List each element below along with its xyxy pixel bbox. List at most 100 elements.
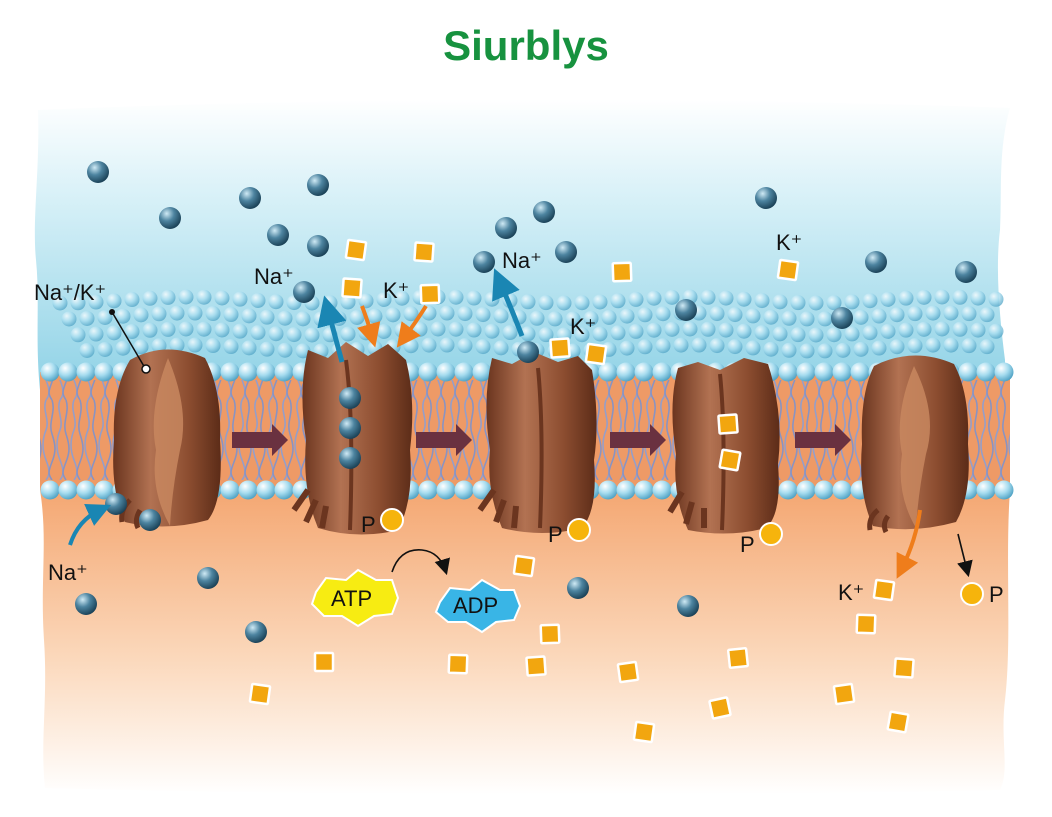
phospholipid-head (925, 305, 941, 321)
phospholipid-head (700, 321, 716, 337)
step-arrow-4 (795, 424, 851, 456)
phospholipid-head (754, 293, 770, 309)
phospholipid-head (466, 290, 482, 306)
sodium-ions (75, 161, 977, 643)
phospholipid-head (826, 327, 842, 343)
phospholipid-head (673, 337, 689, 353)
phospholipid-head (778, 480, 798, 500)
phospholipid-head (295, 343, 311, 359)
phospholipid-head (664, 321, 680, 337)
phospholipid-head (634, 362, 654, 382)
sodium-ion (533, 201, 555, 223)
atp-to-adp-arrow (391, 549, 450, 576)
potassium-ion (344, 238, 368, 262)
phospholipid-head (484, 291, 500, 307)
sodium-ion (75, 593, 97, 615)
atp-badge (310, 568, 400, 628)
phospholipid-head (538, 327, 554, 343)
phospholipid-head (781, 310, 797, 326)
phospholipid-head (832, 362, 852, 382)
sodium-ion (831, 307, 853, 329)
pump-pointer-dot-start (109, 309, 115, 315)
phospholipid-head (637, 339, 653, 355)
phospholipid-head (220, 480, 240, 500)
label-na-in: Na⁺ (48, 560, 88, 585)
phospholipid-head (88, 294, 104, 310)
phospholipid-head (277, 342, 293, 358)
phospholipid-head (796, 480, 816, 500)
diagram-title: Siurblys (443, 22, 609, 69)
phospholipid-head (853, 341, 869, 357)
sodium-ion (755, 187, 777, 209)
phospholipid-head (493, 340, 509, 356)
phospholipid-head (889, 339, 905, 355)
phospholipid-head (358, 293, 374, 309)
potassium-ion (708, 696, 732, 720)
sodium-ion (339, 447, 361, 469)
sodium-ion (495, 217, 517, 239)
phospholipid-head (472, 362, 492, 382)
phospholipid-head (70, 327, 86, 343)
phospholipid-head (187, 337, 203, 353)
phospholipid-head (259, 341, 275, 357)
phospholipid-head (403, 306, 419, 322)
phospholipid-head (142, 322, 158, 338)
label-p-3: P (740, 532, 755, 557)
label-pump: Na⁺/K⁺ (34, 280, 106, 305)
phospholipid-head (970, 322, 986, 338)
phospholipid-head (832, 480, 852, 500)
pump-protein-1 (113, 349, 221, 530)
pump-protein-4 (667, 358, 780, 534)
phospholipid-head (169, 337, 185, 353)
step-arrow-1 (232, 424, 288, 456)
phospholipid-head (295, 311, 311, 327)
phospholipid-head (106, 325, 122, 341)
phospholipid-head (466, 322, 482, 338)
phospholipid-head (97, 341, 113, 357)
phospholipid-head (88, 326, 104, 342)
potassium-ion (886, 710, 910, 734)
sodium-ion (677, 595, 699, 617)
phospholipid-head (652, 362, 672, 382)
phospholipid-head (436, 362, 456, 382)
phospholipid-head (151, 338, 167, 354)
phospholipid-head (619, 340, 635, 356)
phospholipid-head (619, 308, 635, 324)
phospholipid-head (61, 311, 77, 327)
phospholipid-head (439, 337, 455, 353)
phospholipid-head (880, 291, 896, 307)
potassium-ion (893, 657, 915, 679)
phospholipid-head (376, 323, 392, 339)
phospholipid-head (223, 339, 239, 355)
phospholipid-head (898, 322, 914, 338)
sodium-ion (339, 417, 361, 439)
na-exit-arrow-1 (317, 295, 347, 363)
phospholipid-head (889, 307, 905, 323)
phospholipid-head (286, 327, 302, 343)
phospholipid-head (475, 307, 491, 323)
phospholipid-head (376, 291, 392, 307)
phospholipid-head (934, 321, 950, 337)
phospholipid-head (250, 292, 266, 308)
phospholipid-head (853, 309, 869, 325)
sodium-ion (339, 387, 361, 409)
phospholipid-head (952, 321, 968, 337)
phospholipid-head (583, 310, 599, 326)
phospholipid-head (988, 323, 1004, 339)
phospholipid-head (220, 362, 240, 382)
phospholipid-head (142, 290, 158, 306)
potassium-ion (447, 653, 469, 675)
phospholipid-head (403, 338, 419, 354)
phospholipid-head (817, 311, 833, 327)
phospholipid-heads-top (40, 289, 1014, 382)
phospholipid-head (880, 323, 896, 339)
phospholipid-head (58, 480, 78, 500)
phospholipid-head (817, 343, 833, 359)
phospholipid-head (538, 295, 554, 311)
label-adp: ADP (453, 593, 498, 618)
phospholipid-head (616, 480, 636, 500)
phospholipid-head (592, 326, 608, 342)
label-na-out-2: Na⁺ (502, 248, 542, 273)
phospholipid-head (436, 480, 456, 500)
phospholipid-head (151, 306, 167, 322)
